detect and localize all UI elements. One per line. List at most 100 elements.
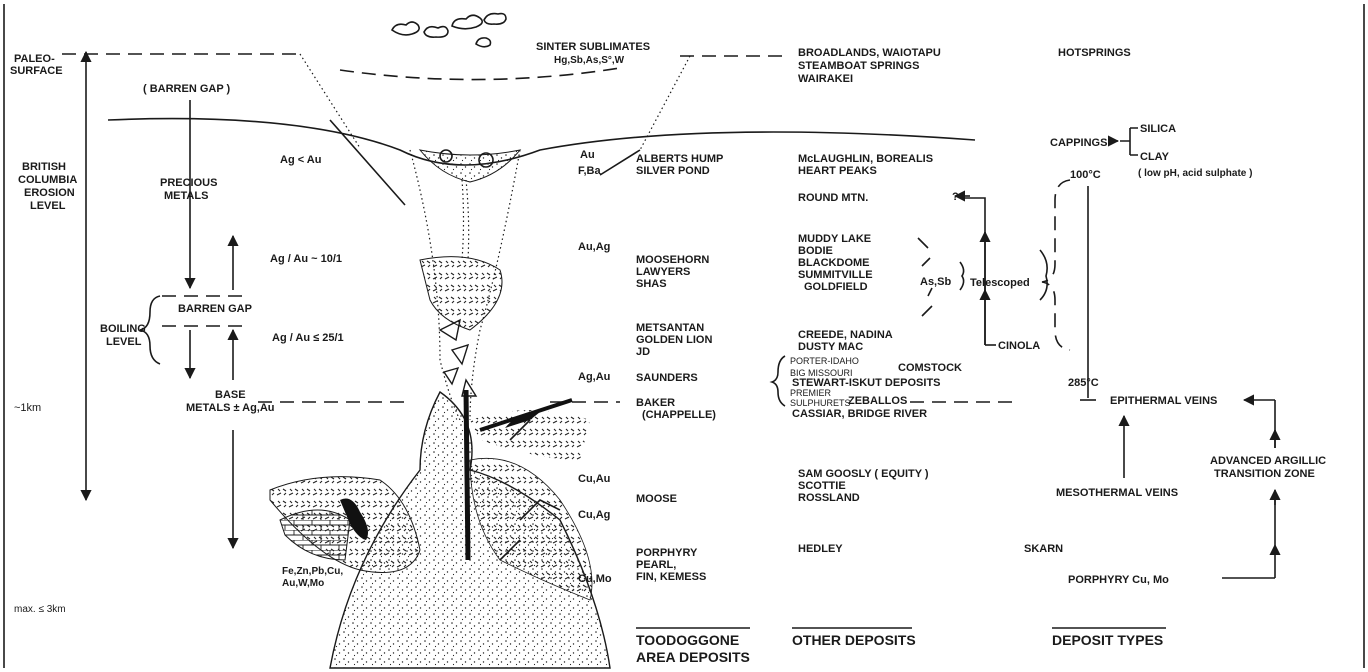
od-wairakei: WAIRAKEI (798, 73, 853, 85)
skarn-metals-2: Au,W,Mo (282, 578, 324, 589)
sinter-apron (420, 150, 520, 182)
cappings-branch (1120, 128, 1138, 155)
metal-agau: Ag,Au (578, 371, 610, 383)
precious-label-2: METALS (164, 190, 208, 202)
od-bodie: BODIE (798, 245, 833, 257)
type-advanced-1: ADVANCED ARGILLIC (1210, 455, 1326, 467)
od-steamboat: STEAMBOAT SPRINGS (798, 60, 919, 72)
dep-chappelle: (CHAPPELLE) (642, 409, 716, 421)
precious-label-1: PRECIOUS (160, 177, 217, 189)
dep-saunders: SAUNDERS (636, 372, 698, 384)
type-question: ? (952, 191, 959, 203)
limestone-block (280, 510, 350, 560)
metal-auag: Au,Ag (578, 241, 610, 253)
temp-285: 285°C (1068, 377, 1099, 389)
metal-cumo: Cu,Mo (578, 573, 612, 585)
od-goldfield: GOLDFIELD (804, 281, 868, 293)
header-toodoggone-2: AREA DEPOSITS (636, 649, 750, 665)
steam-clouds (392, 14, 506, 47)
crater-walls (300, 54, 690, 150)
sinter-elements: Hg,Sb,As,S°,W (554, 55, 625, 66)
sinter-title: SINTER SUBLIMATES (536, 41, 650, 53)
assb-brace (960, 262, 964, 290)
od-comstock: COMSTOCK (898, 362, 962, 374)
paleosurface-label-2: SURFACE (10, 65, 63, 77)
type-hotsprings: HOTSPRINGS (1058, 47, 1131, 59)
od-dusty-mac: DUSTY MAC (798, 341, 863, 353)
dep-baker: BAKER (636, 397, 675, 409)
paleosurface-label: PALEO- (14, 53, 55, 65)
dep-pearl: PEARL, (636, 559, 676, 571)
ag-lt-au: Ag < Au (280, 154, 321, 166)
temp-100: 100°C (1070, 169, 1101, 181)
dep-golden-lion: GOLDEN LION (636, 334, 712, 346)
dep-fin-kemess: FIN, KEMESS (636, 571, 706, 583)
base-label-2: METALS ± Ag,Au (186, 402, 275, 414)
type-silica: SILICA (1140, 123, 1176, 135)
ag-au-10: Ag / Au ~ 10/1 (270, 253, 342, 265)
bc-erosion-label-4: LEVEL (30, 200, 66, 212)
od-zeballos: ZEBALLOS (848, 395, 907, 407)
type-cinola: CINOLA (998, 340, 1040, 352)
metal-cuag: Cu,Ag (578, 509, 610, 521)
bc-erosion-label-1: BRITISH (22, 161, 66, 173)
depth-1km: ~1km (14, 402, 41, 414)
od-mclaughlin: McLAUGHLIN, BOREALIS (798, 153, 933, 165)
dep-silver-pond: SILVER POND (636, 165, 710, 177)
paleosurface-line (62, 54, 790, 80)
od-heart-peaks: HEART PEAKS (798, 165, 877, 177)
od-assb: As,Sb (920, 276, 951, 288)
stewart-brace (772, 356, 785, 406)
type-advanced-2: TRANSITION ZONE (1214, 468, 1315, 480)
od-summitville: SUMMITVILLE (798, 269, 873, 281)
boiling-label-1: BOILING (100, 323, 146, 335)
od-blackdome: BLACKDOME (798, 257, 870, 269)
telescoped-brace (1040, 250, 1047, 300)
feeder-conduit (462, 180, 469, 260)
header-types: DEPOSIT TYPES (1052, 632, 1163, 648)
metal-cuau: Cu,Au (578, 473, 610, 485)
metal-fba: F,Ba (578, 165, 602, 177)
barren-gap-mid: BARREN GAP (178, 303, 252, 315)
od-creede: CREEDE, NADINA (798, 329, 893, 341)
header-other: OTHER DEPOSITS (792, 632, 916, 648)
od-cassiar: CASSIAR, BRIDGE RIVER (792, 408, 927, 420)
od-porter-idaho: PORTER-IDAHO (790, 356, 859, 366)
type-clay: CLAY (1140, 151, 1170, 163)
od-scottie: SCOTTIE (798, 480, 846, 492)
type-clay-note: ( low pH, acid sulphate ) (1138, 168, 1252, 179)
od-broadlands: BROADLANDS, WAIOTAPU (798, 47, 941, 59)
bc-erosion-label-3: EROSION (24, 187, 75, 199)
boiling-label-2: LEVEL (106, 336, 142, 348)
dep-porphyry: PORPHYRY (636, 547, 698, 559)
od-rossland: ROSSLAND (798, 492, 860, 504)
barren-gap-top: ( BARREN GAP ) (143, 83, 231, 95)
od-muddy-lake: MUDDY LAKE (798, 233, 871, 245)
od-sam-goosly: SAM GOOSLY ( EQUITY ) (798, 468, 929, 480)
dep-alberts-hump: ALBERTS HUMP (636, 153, 723, 165)
header-toodoggone-1: TOODOGGONE (636, 632, 739, 648)
type-epithermal: EPITHERMAL VEINS (1110, 395, 1217, 407)
central-vein (466, 390, 468, 560)
skarn-metals-1: Fe,Zn,Pb,Cu, (282, 566, 343, 577)
dep-moosehorn: MOOSEHORN (636, 254, 709, 266)
od-stewart-iskut: STEWART-ISKUT DEPOSITS (792, 377, 941, 389)
dep-moose: MOOSE (636, 493, 677, 505)
dep-metsantan: METSANTAN (636, 322, 704, 334)
type-cappings: CAPPINGS (1050, 137, 1107, 149)
dep-shas: SHAS (636, 278, 667, 290)
type-skarn: SKARN (1024, 543, 1063, 555)
od-sulphurets: SULPHURETS (790, 398, 851, 408)
dep-lawyers: LAWYERS (636, 266, 690, 278)
base-label-1: BASE (215, 389, 246, 401)
dep-jd: JD (636, 346, 650, 358)
type-porphyry-cumo: PORPHYRY Cu, Mo (1068, 574, 1169, 586)
type-mesothermal: MESOTHERMAL VEINS (1056, 487, 1178, 499)
od-round-mtn: ROUND MTN. (798, 192, 868, 204)
od-hedley: HEDLEY (798, 543, 843, 555)
breccia-clasts (440, 320, 476, 396)
metal-au: Au (580, 149, 595, 161)
depth-max: max. ≤ 3km (14, 604, 66, 615)
